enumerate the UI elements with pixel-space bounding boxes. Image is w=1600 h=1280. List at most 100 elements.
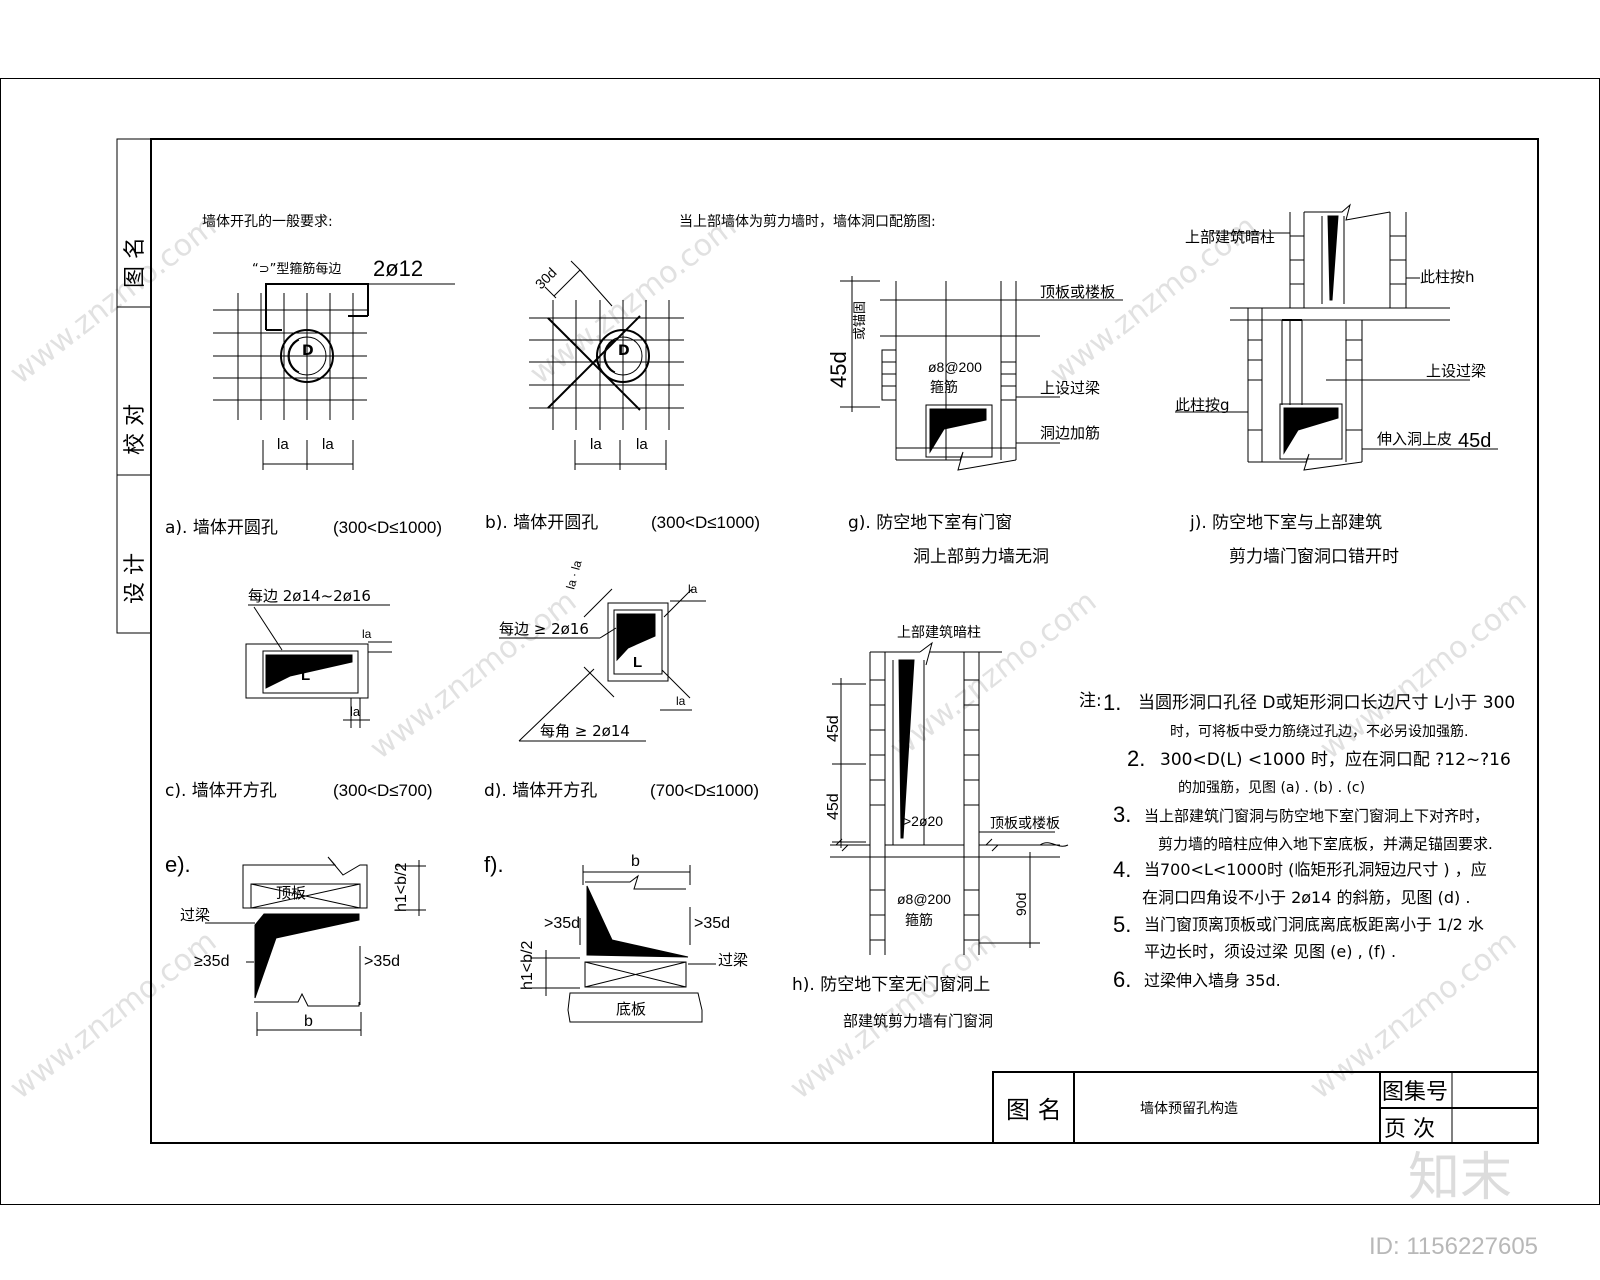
fig-h-dim3: 90d (1013, 893, 1029, 916)
figure-a: D “⊃”型箍筋每边 2ø12 la la a). 墙体开圆孔 (300<D≤1… (165, 256, 455, 538)
note-5-num: 5. (1113, 912, 1131, 937)
page-label: 页 次 (1384, 1117, 1435, 1142)
fig-j-by-h: 此柱按h (1420, 268, 1475, 286)
figure-h: 45d 45d 上部建筑暗柱 >2ø20 顶板或楼板 ø8@200 箍筋 90d… (792, 625, 1069, 1030)
note-1-line2: 时，可将板中受力筋绕过孔边，不必另设加强筋. (1170, 723, 1468, 740)
fig-f-slab: 底板 (616, 1000, 646, 1018)
note-5-line1: 当门窗顶离顶板或门洞底离底板距离小于 1/2 水 (1144, 915, 1484, 934)
fig-g-edge: 洞边加筋 (1040, 424, 1100, 442)
side-label-design: 设 计 (123, 553, 148, 604)
note-4-num: 4. (1113, 857, 1131, 882)
watermark-text: www.znzmo.com (3, 209, 223, 391)
fig-e-label: e). (165, 852, 191, 877)
fig-g-lintel: 上设过梁 (1040, 379, 1100, 397)
note-3-num: 3. (1113, 802, 1131, 827)
fig-g-stirrup: ø8@200 (928, 359, 982, 375)
fig-e-slab: 顶板 (276, 884, 306, 902)
image-id: ID: 1156227605 (1369, 1233, 1538, 1260)
fig-e-b: b (304, 1013, 313, 1030)
fig-j-caption2: 剪力墙门窗洞口错开时 (1229, 547, 1399, 567)
fig-f-label: f). (484, 852, 504, 877)
fig-f-lintel: 过梁 (718, 951, 748, 969)
title-block: 图 名 墙体预留孔构造 图集号 页 次 (992, 1071, 1539, 1144)
fig-d-range: (700<D≤1000) (650, 781, 759, 800)
fig-c-la-bottom: la (350, 704, 361, 719)
drawing-title: 墙体预留孔构造 (1140, 1101, 1238, 1117)
fig-g-dim-note: 或锚固 (853, 301, 868, 340)
fig-h-caption2: 部建筑剪力墙有门窗洞 (843, 1012, 993, 1030)
side-label-check: 校 对 (123, 404, 148, 455)
fig-b-la1: la (590, 436, 602, 453)
fig-h-bar: >2ø20 (903, 813, 943, 829)
fig-j-caption1: j). 防空地下室与上部建筑 (1189, 513, 1382, 533)
side-title-strip: 设 计 校 对 图 名 (116, 138, 152, 634)
fig-a-bar: 2ø12 (373, 256, 423, 281)
fig-g-caption2: 洞上部剪力墙无洞 (913, 547, 1049, 567)
figure-b: D 30d la la b). 墙体开圆孔 (300<D≤1000) (485, 260, 760, 533)
note-3-line2: 剪力墙的暗柱应伸入地下室底板，并满足锚固要求. (1158, 835, 1493, 853)
note-6-num: 6. (1113, 967, 1131, 992)
fig-h-caption1: h). 防空地下室无门窗洞上 (792, 975, 990, 995)
fig-b-range: (300<D≤1000) (651, 513, 760, 532)
fig-j-extend: 伸入洞上皮 (1377, 430, 1452, 448)
fig-j-dim: 45d (1458, 430, 1491, 452)
figure-d: L la · la la la 每边 ≥ 2ø16 每角 ≥ 2ø14 d). … (484, 558, 759, 801)
side-label-drawing-name: 图 名 (123, 237, 148, 288)
note-4-line2: 在洞口四角设不小于 2ø14 的斜筋，见图 (d) . (1142, 888, 1470, 907)
fig-c-bar: 每边 2ø14~2ø16 (248, 587, 371, 605)
figure-e: e). 顶板 过梁 h1<b/2 ≥35d >35d b (165, 852, 426, 1036)
watermark-text: www.znzmo.com (3, 924, 223, 1106)
heading-general: 墙体开孔的一般要求: (202, 214, 333, 230)
fig-j-by-g: 此柱按g (1175, 396, 1230, 414)
note-6-line1: 过梁伸入墙身 35d. (1144, 971, 1281, 990)
fig-b-la2: la (636, 436, 648, 453)
fig-g-slab: 顶板或楼板 (1040, 283, 1115, 301)
heading-shear-wall: 当上部墙体为剪力墙时，墙体洞口配筋图: (679, 213, 936, 230)
fig-g-stirrup-label: 箍筋 (930, 379, 958, 396)
notes-prefix: 注: (1079, 691, 1102, 711)
fig-f-right: >35d (694, 915, 730, 932)
fig-f-left: >35d (544, 915, 580, 932)
fig-d-L: L (633, 654, 642, 671)
watermark-layer: www.znzmo.com www.znzmo.com www.znzmo.co… (3, 209, 1533, 1106)
fig-h-slab: 顶板或楼板 (990, 816, 1060, 832)
figure-j: 上部建筑暗柱 此柱按h 上设过梁 此柱按g 伸入洞上皮 45d j). 防空地下… (1175, 203, 1498, 567)
fig-b-dim: 30d (532, 264, 560, 292)
watermark-text: www.znzmo.com (523, 209, 743, 391)
figure-f: f). b >35d >35d 过梁 h1<b/2 底板 (484, 852, 748, 1023)
fig-c-caption: c). 墙体开方孔 (165, 781, 277, 801)
svg-text:D: D (302, 343, 314, 359)
note-2-line2: 的加强筋，见图 (a) . (b) . (c) (1178, 779, 1365, 796)
fig-j-lintel: 上设过梁 (1426, 362, 1486, 380)
fig-d-la-bottom: la (676, 694, 686, 708)
note-5-line2: 平边长时，须设过梁 见图 (e) , (f) . (1144, 942, 1396, 961)
fig-a-note: “⊃”型箍筋每边 (252, 261, 341, 277)
notes-block: 注: 1. 当圆形洞口孔径 D或矩形洞口长边尺寸 L小于 300 时，可将板中受… (1079, 690, 1515, 992)
note-1-line1: 当圆形洞口孔径 D或矩形洞口长边尺寸 L小于 300 (1138, 693, 1515, 713)
fig-h-column: 上部建筑暗柱 (897, 625, 981, 641)
figure-g: 45d 或锚固 顶板或楼板 ø8@200 箍筋 上设过梁 洞边加筋 g). 防空… (826, 276, 1123, 567)
fig-d-la-right: la (688, 582, 698, 596)
svg-text:D: D (618, 343, 630, 359)
watermark-text: www.znzmo.com (883, 584, 1103, 766)
title-block-name-label: 图 名 (1006, 1096, 1062, 1124)
fig-g-caption1: g). 防空地下室有门窗 (848, 513, 1012, 533)
atlas-number-label: 图集号 (1382, 1080, 1448, 1105)
note-2-num: 2. (1127, 746, 1145, 771)
fig-a-la2: la (322, 436, 334, 453)
fig-h-stirrup: ø8@200 (897, 891, 951, 907)
logo-text: 知末 (1408, 1148, 1512, 1208)
fig-g-dim: 45d (826, 351, 851, 388)
fig-e-h1: h1<b/2 (393, 863, 410, 912)
fig-d-caption: d). 墙体开方孔 (484, 781, 597, 801)
fig-h-dim2: 45d (825, 793, 842, 820)
fig-c-range: (300<D≤700) (333, 781, 433, 800)
fig-c-la-side: la (362, 627, 372, 641)
fig-e-lintel: 过梁 (180, 906, 210, 924)
note-3-line1: 当上部建筑门窗洞与防空地下室门窗洞上下对齐时， (1144, 807, 1489, 825)
fig-e-left: ≥35d (194, 953, 229, 970)
fig-b-caption: b). 墙体开圆孔 (485, 513, 598, 533)
figure-c: 每边 2ø14~2ø16 L la la c). 墙体开方孔 (300<D≤70… (165, 587, 433, 801)
fig-d-bar-side: 每边 ≥ 2ø16 (499, 620, 589, 638)
